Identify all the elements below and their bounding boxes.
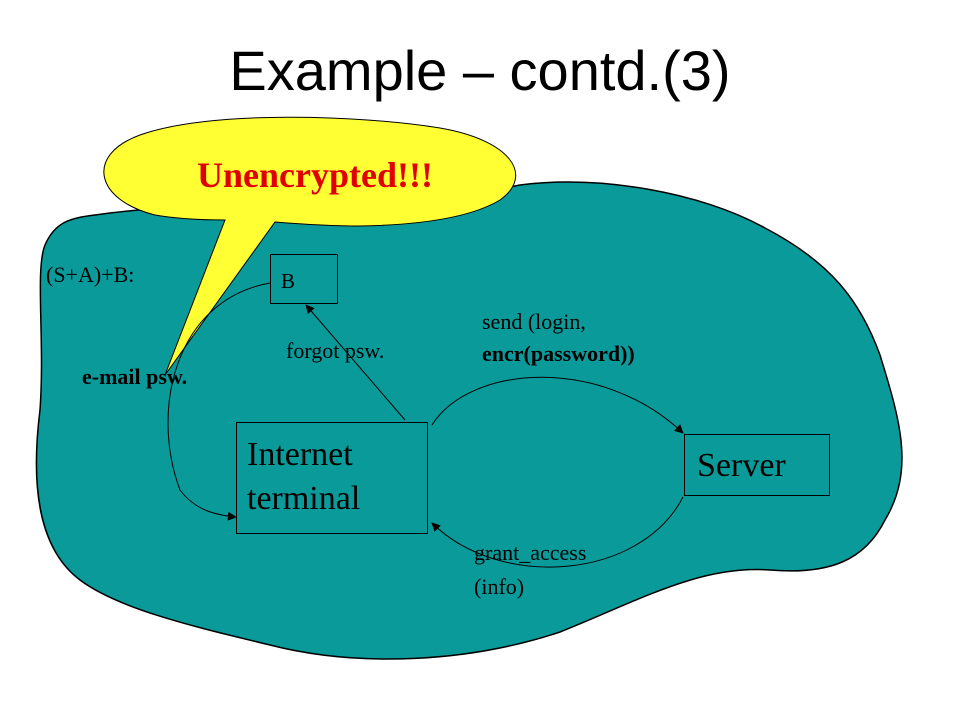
callout-bubble [103,116,517,376]
send-label-line2: encr(password)) [482,341,635,366]
slide-title: Example – contd.(3) [229,39,731,102]
email-psw-arrow [167,282,271,521]
terminal-label-line2: terminal [247,480,361,517]
forgot-psw-arrow [305,304,406,421]
email-psw-label: e-mail psw. [82,364,188,389]
protocol-label: (S+A)+B: [46,262,135,287]
grant-label-line1: grant_access [474,540,587,565]
node-b: B [270,254,338,304]
send-arrow [431,376,684,434]
send-label-line1: send (login, [482,309,586,334]
node-b-label: B [281,269,296,293]
node-internet-terminal: Internet terminal [236,422,428,534]
grant-access-arrow [431,496,684,568]
forgot-psw-label: forgot psw. [286,338,385,363]
callout-text: Unencrypted!!! [197,155,433,195]
node-server: Server [684,434,830,496]
terminal-label-line1: Internet [247,436,353,473]
send-label: send (login, encr(password)) [482,306,635,370]
grant-access-label: grant_access (info) [474,536,586,604]
server-label: Server [697,447,786,484]
grant-label-line2: (info) [474,574,525,599]
network-cloud [35,181,903,660]
